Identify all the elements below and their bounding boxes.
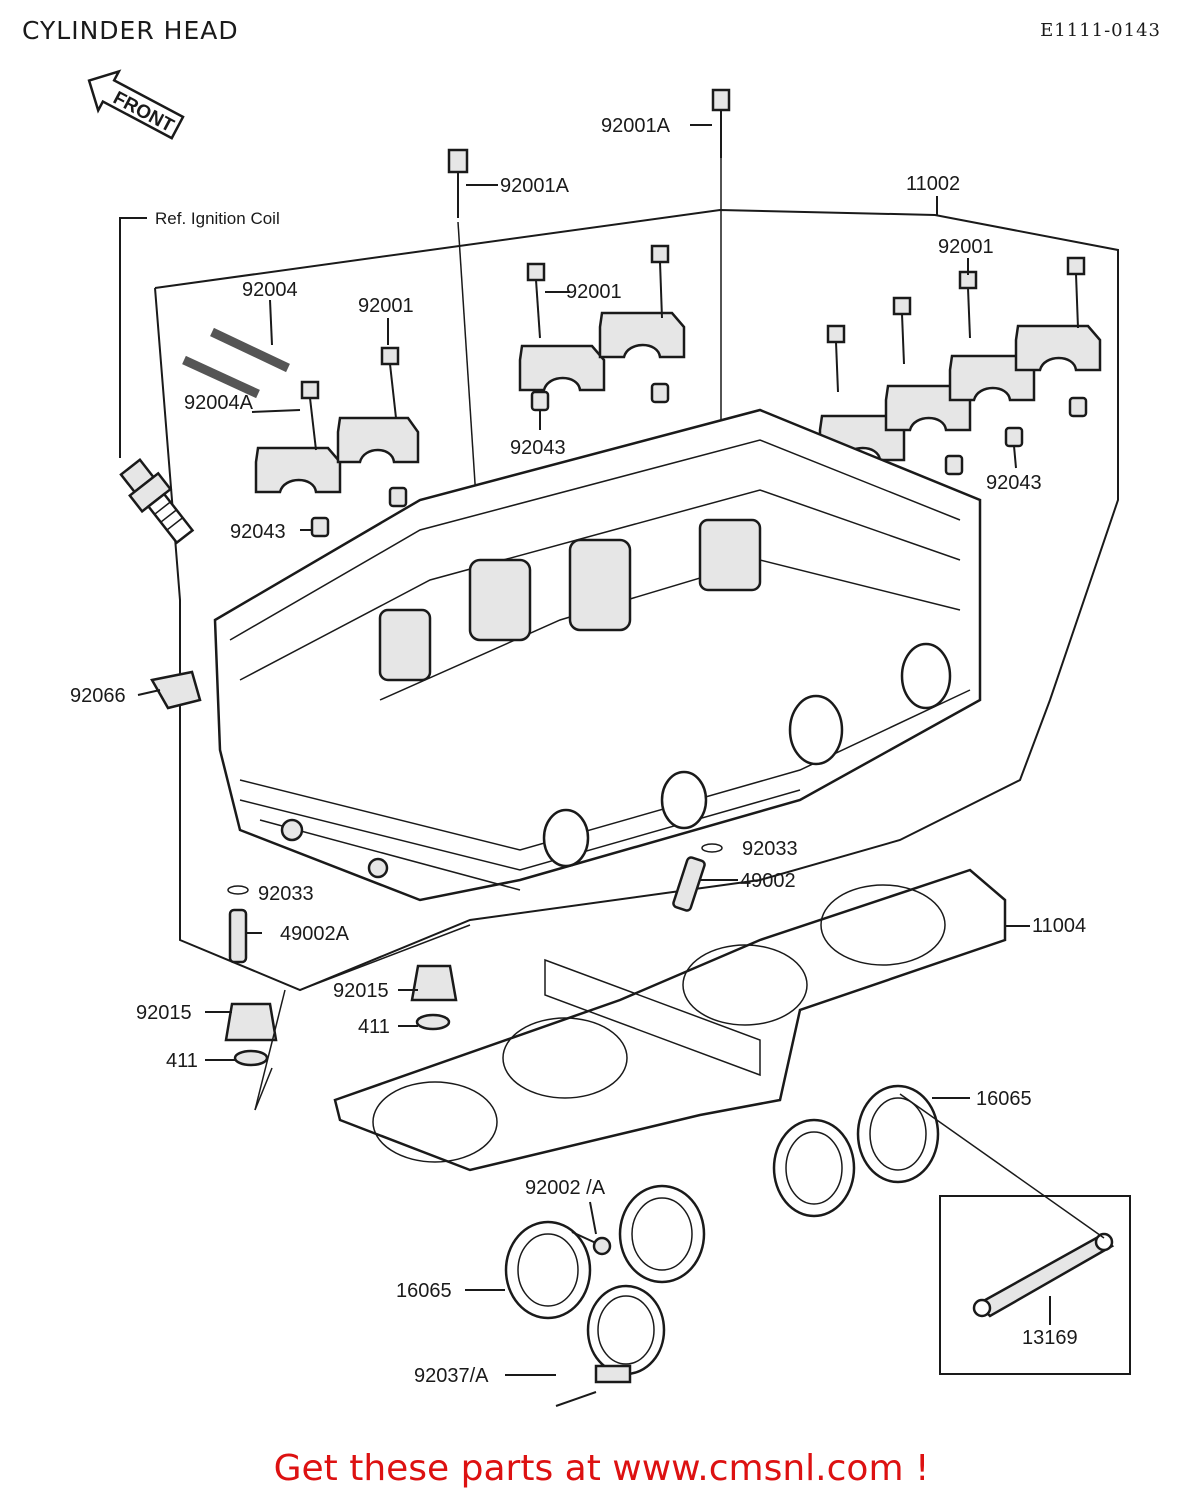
label-411-left: 411 — [166, 1050, 198, 1072]
bracket-92066 — [150, 670, 202, 710]
label-92015-left: 92015 — [136, 1002, 192, 1024]
label-92004A: 92004A — [184, 392, 254, 414]
valve-guide-49002 — [672, 843, 723, 912]
label-92004: 92004 — [242, 279, 298, 301]
label-92015-right: 92015 — [333, 980, 389, 1002]
label-11002: 11002 — [906, 173, 960, 195]
spark-plug — [119, 217, 195, 545]
screw-92002A — [571, 1231, 612, 1256]
label-92001A-mid: 92001A — [500, 175, 570, 197]
label-92043-right: 92043 — [986, 472, 1042, 494]
label-411-right: 411 — [358, 1016, 390, 1038]
label-92001A-top: 92001A — [601, 115, 671, 137]
acorn-nut-92015-right — [410, 964, 458, 1031]
label-13169: 13169 — [1022, 1327, 1078, 1349]
label-49002A: 49002A — [280, 923, 350, 945]
label-92001-left: 92001 — [358, 295, 414, 317]
page-title: CYLINDER HEAD — [22, 16, 239, 45]
cam-cap-bolts — [300, 244, 1086, 451]
callout-leader-lines — [137, 124, 1051, 1376]
assembly-outline — [154, 196, 1119, 992]
cylinder-head-body — [213, 408, 982, 902]
stud-92004 — [210, 327, 290, 373]
label-92001-right: 92001 — [938, 236, 994, 258]
label-16065-right: 16065 — [976, 1088, 1032, 1110]
label-92033-right: 92033 — [742, 838, 798, 860]
inset-13169 — [899, 1093, 1131, 1375]
label-92066: 92066 — [70, 685, 126, 707]
carb-holder-16065-left — [504, 1184, 706, 1320]
hose-clamp-92037A — [555, 1284, 666, 1407]
label-92002A: 92002 /A — [525, 1177, 606, 1199]
valve-guide-49002A — [227, 885, 249, 964]
acorn-nut-92015-left — [224, 1002, 278, 1067]
label-16065-left: 16065 — [396, 1280, 452, 1302]
front-direction-arrow: FRONT — [87, 69, 185, 140]
head-gasket-11004 — [333, 868, 1007, 1172]
footer-cta-link[interactable]: Get these parts at www.cmsnl.com ! — [273, 1448, 930, 1489]
diagram-reference-code: E1111-0143 — [1040, 20, 1161, 41]
threaded-rod-lines — [254, 924, 471, 1111]
label-92043-left: 92043 — [230, 521, 286, 543]
label-92037A: 92037/A — [414, 1365, 489, 1387]
carb-holder-16065-right — [772, 1084, 940, 1218]
label-ref-ignition-coil: Ref. Ignition Coil — [155, 209, 280, 228]
stud-92004A — [182, 355, 260, 399]
label-92033-left: 92033 — [258, 883, 314, 905]
label-11004: 11004 — [1032, 915, 1086, 937]
label-92001-center: 92001 — [566, 281, 622, 303]
label-49002: 49002 — [740, 870, 796, 892]
label-92043-center: 92043 — [510, 437, 566, 459]
